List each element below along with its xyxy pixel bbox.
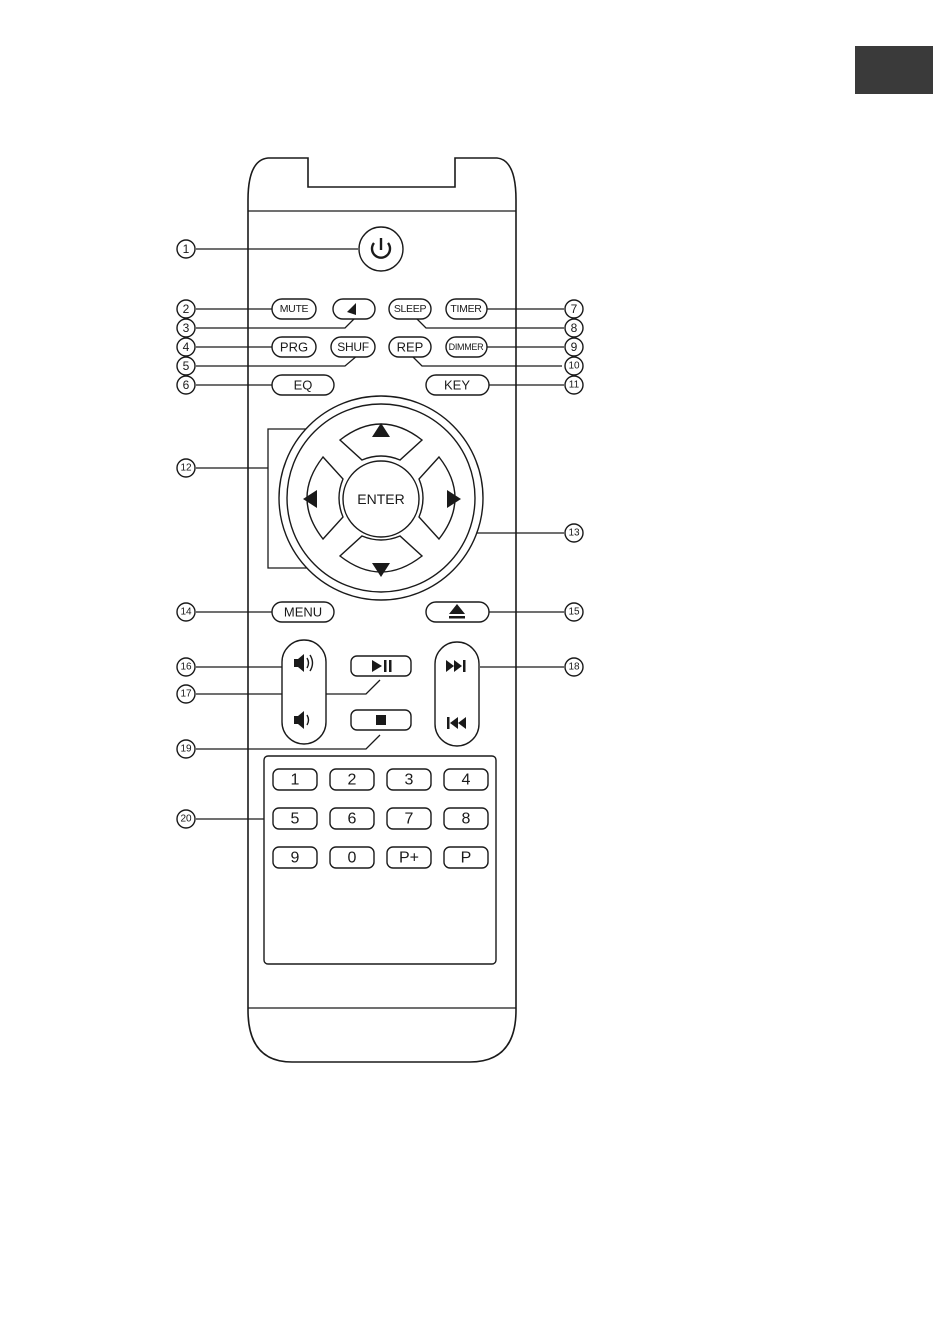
keypad-key-7[interactable]: 7	[387, 808, 431, 829]
callout-2: 2	[177, 300, 195, 318]
stop-icon	[376, 715, 386, 725]
volume-rocker	[282, 640, 326, 744]
keypad: 1 2 3 4 5 6 7 8 9 0 P+ P	[264, 756, 496, 964]
svg-text:11: 11	[569, 380, 580, 391]
svg-text:3: 3	[405, 772, 414, 789]
callout-6: 6	[177, 376, 195, 394]
key-button[interactable]: KEY	[426, 375, 489, 395]
keypad-key-3[interactable]: 3	[387, 769, 431, 790]
callout-17: 17	[177, 685, 195, 703]
svg-text:18: 18	[568, 662, 580, 673]
svg-text:P+: P+	[399, 850, 419, 867]
svg-text:6: 6	[348, 811, 357, 828]
svg-text:20: 20	[180, 814, 192, 825]
svg-text:3: 3	[183, 321, 190, 335]
svg-text:17: 17	[180, 689, 192, 700]
svg-text:8: 8	[462, 811, 471, 828]
svg-text:1: 1	[291, 772, 300, 789]
power-button[interactable]	[359, 227, 403, 271]
svg-text:15: 15	[568, 607, 580, 618]
timer-button[interactable]: TIMER	[446, 299, 487, 319]
shuf-label: SHUF	[337, 340, 368, 354]
callout-18: 18	[565, 658, 583, 676]
prg-label: PRG	[280, 340, 308, 355]
callout-8: 8	[565, 319, 583, 337]
keypad-key-p[interactable]: P	[444, 847, 488, 868]
menu-button[interactable]: MENU	[272, 602, 334, 622]
stop-button[interactable]	[351, 710, 411, 730]
svg-text:4: 4	[183, 340, 190, 354]
callout-11: 11	[565, 376, 583, 394]
prg-button[interactable]: PRG	[272, 337, 316, 357]
callout-5: 5	[177, 357, 195, 375]
enter-button[interactable]: ENTER	[343, 461, 419, 537]
svg-text:13: 13	[568, 528, 580, 539]
svg-text:5: 5	[291, 811, 300, 828]
svg-text:14: 14	[180, 607, 192, 618]
timer-label: TIMER	[450, 303, 482, 315]
mute-button[interactable]: MUTE	[272, 299, 316, 319]
callout-9: 9	[565, 338, 583, 356]
navigation-pad: ENTER	[279, 396, 483, 600]
eject-button[interactable]	[426, 602, 489, 622]
svg-text:7: 7	[405, 811, 414, 828]
eq-button[interactable]: EQ	[272, 375, 334, 395]
shuf-button[interactable]: SHUF	[331, 337, 375, 357]
svg-text:2: 2	[183, 302, 190, 316]
svg-text:5: 5	[183, 359, 190, 373]
svg-text:10: 10	[568, 361, 580, 372]
svg-text:1: 1	[183, 242, 190, 256]
svg-text:9: 9	[291, 850, 300, 867]
callout-4: 4	[177, 338, 195, 356]
enter-label: ENTER	[357, 491, 404, 507]
keypad-key-p-plus[interactable]: P+	[387, 847, 431, 868]
svg-text:2: 2	[348, 772, 357, 789]
callout-1: 1	[177, 240, 195, 258]
rep-button[interactable]: REP	[389, 337, 431, 357]
keypad-key-5[interactable]: 5	[273, 808, 317, 829]
callout-3: 3	[177, 319, 195, 337]
key-label: KEY	[444, 378, 470, 393]
keypad-key-0[interactable]: 0	[330, 847, 374, 868]
dimmer-button[interactable]: DIMMER	[446, 337, 487, 357]
callout-20: 20	[177, 810, 195, 828]
menu-label: MENU	[284, 605, 322, 620]
svg-text:16: 16	[180, 662, 192, 673]
callout-12: 12	[177, 459, 195, 477]
callout-15: 15	[565, 603, 583, 621]
svg-text:19: 19	[180, 744, 192, 755]
svg-text:0: 0	[348, 850, 357, 867]
keypad-key-4[interactable]: 4	[444, 769, 488, 790]
callout-13: 13	[565, 524, 583, 542]
keypad-key-9[interactable]: 9	[273, 847, 317, 868]
play-pause-button[interactable]	[351, 656, 411, 676]
svg-text:8: 8	[571, 321, 578, 335]
callout-7: 7	[565, 300, 583, 318]
skip-rocker	[435, 642, 479, 746]
svg-text:P: P	[461, 850, 472, 867]
svg-text:12: 12	[180, 463, 192, 474]
keypad-key-8[interactable]: 8	[444, 808, 488, 829]
svg-text:9: 9	[571, 340, 578, 354]
callout-16: 16	[177, 658, 195, 676]
dimmer-label: DIMMER	[449, 342, 484, 352]
callout-19: 19	[177, 740, 195, 758]
keypad-key-6[interactable]: 6	[330, 808, 374, 829]
keypad-key-1[interactable]: 1	[273, 769, 317, 790]
callout-10: 10	[565, 357, 583, 375]
svg-text:7: 7	[571, 302, 578, 316]
svg-text:4: 4	[462, 772, 471, 789]
mute-label: MUTE	[280, 303, 309, 315]
sleep-label: SLEEP	[394, 303, 427, 315]
svg-text:6: 6	[183, 378, 190, 392]
sleep-button[interactable]: SLEEP	[389, 299, 431, 319]
eq-label: EQ	[294, 378, 313, 393]
keypad-key-2[interactable]: 2	[330, 769, 374, 790]
callout-14: 14	[177, 603, 195, 621]
rep-label: REP	[397, 340, 424, 355]
alarm-button[interactable]	[333, 299, 375, 319]
